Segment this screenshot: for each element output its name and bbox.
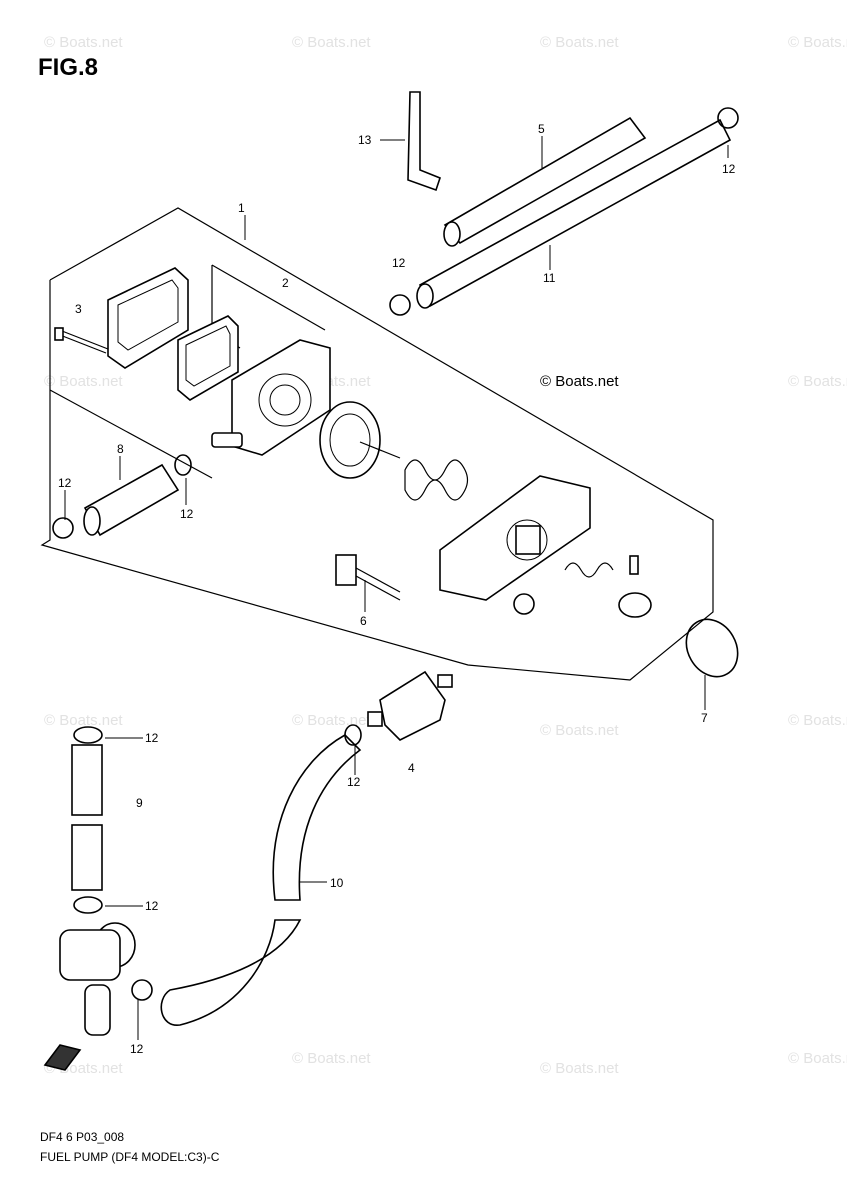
callout-4: 4	[408, 761, 415, 775]
callout-13: 13	[358, 133, 372, 147]
callout-12: 12	[130, 1042, 144, 1056]
screw-3	[54, 327, 109, 354]
gasket-plate	[177, 315, 239, 401]
figure-title: FIG.8	[38, 54, 99, 81]
hose-9	[71, 744, 103, 891]
callout-9: 9	[136, 796, 143, 810]
pump-body	[211, 339, 331, 456]
watermark: © Boats.net	[540, 722, 619, 739]
hose-11	[416, 118, 732, 309]
spring-small	[564, 562, 614, 578]
front-arrow-icon	[43, 1044, 82, 1071]
fuel-filter	[367, 670, 453, 741]
o-ring	[685, 618, 739, 678]
callout-5: 5	[538, 122, 545, 136]
callout-1: 1	[238, 201, 245, 215]
watermark-main: © Boats.net	[540, 373, 619, 390]
nut	[513, 593, 535, 615]
pump-cover	[439, 475, 591, 601]
diaphragm-cover-plate	[107, 267, 189, 369]
watermark: © Boats.net	[540, 1060, 619, 1077]
clip-13	[407, 91, 441, 192]
callout-3: 3	[75, 302, 82, 316]
clamp-icon	[52, 107, 739, 1001]
watermark: © Boats.net	[540, 34, 619, 51]
callout-6: 6	[360, 614, 367, 628]
callout-12: 12	[145, 731, 159, 745]
assembly-outline	[40, 207, 714, 681]
callout-12: 12	[145, 899, 159, 913]
callout-2: 2	[282, 276, 289, 290]
watermark: © Boats.net	[788, 712, 847, 729]
valve-cap	[618, 555, 652, 618]
callout-12: 12	[392, 256, 406, 270]
callout-12: 12	[58, 476, 72, 490]
watermark: © Boats.net	[292, 1050, 371, 1067]
watermark: © Boats.net	[292, 34, 371, 51]
watermark: © Boats.net	[44, 712, 123, 729]
watermark: © Boats.net	[788, 1050, 847, 1067]
hose-protector	[443, 116, 647, 247]
watermark: © Boats.net	[788, 34, 847, 51]
hose-8	[83, 463, 180, 537]
callout-10: 10	[330, 876, 344, 890]
watermark: © Boats.net	[44, 34, 123, 51]
callout-12: 12	[347, 775, 361, 789]
subassembly-outline	[211, 264, 326, 331]
callout-8: 8	[117, 442, 124, 456]
callout-12: 12	[722, 162, 736, 176]
fuel-cock	[59, 922, 136, 1036]
callout-7: 7	[701, 711, 708, 725]
diaphragm	[319, 401, 401, 479]
watermark: © Boats.net	[44, 373, 123, 390]
hose-10	[160, 734, 362, 1026]
callout-11: 11	[543, 271, 556, 285]
callout-12: 12	[180, 507, 194, 521]
bolt-6	[335, 554, 401, 601]
diagram-code: DF4 6 P03_008	[40, 1130, 125, 1144]
spring-large	[404, 459, 469, 501]
watermark: © Boats.net	[788, 373, 847, 390]
diagram-caption: FUEL PUMP (DF4 MODEL:C3)-C	[40, 1150, 220, 1164]
